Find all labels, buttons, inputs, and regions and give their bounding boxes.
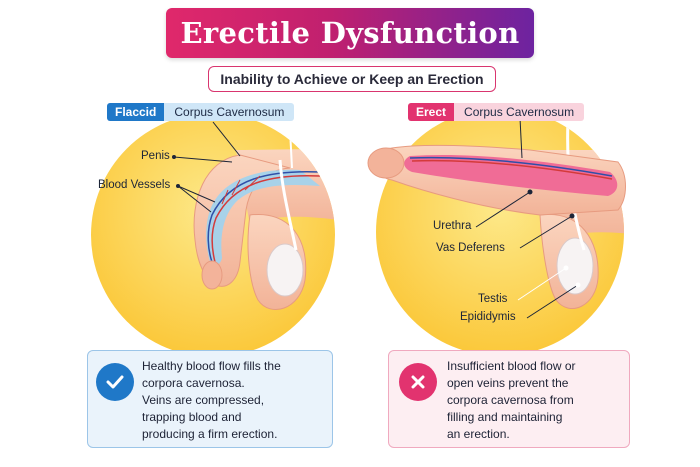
title-banner: Erectile Dysfunction [166, 8, 534, 58]
insufficient-description: Insufficient blood flow or open veins pr… [447, 358, 576, 443]
page-title: Erectile Dysfunction [180, 16, 520, 50]
label-blood-vessels: Blood Vessels [98, 179, 171, 191]
label-penis: Penis [141, 150, 170, 162]
label-urethra: Urethra [433, 220, 472, 232]
erect-shaft [367, 145, 626, 216]
erect-tag: Erect Corpus Cavernosum [408, 103, 585, 121]
label-testis: Testis [478, 293, 508, 305]
insufficient-line-5: an erection. [447, 427, 510, 441]
label-epididymis: Epididymis [460, 311, 516, 323]
insufficient-line-4: filling and maintaining [447, 410, 563, 424]
erect-structure-label: Corpus Cavernosum [454, 103, 585, 121]
healthy-line-1: Healthy blood flow fills the [142, 359, 281, 373]
x-mark-icon [399, 363, 437, 401]
flaccid-tag: Flaccid Corpus Cavernosum [107, 103, 295, 121]
subtitle: Inability to Achieve or Keep an Erection [208, 66, 496, 92]
flaccid-penis-illustration [193, 129, 335, 310]
insufficient-info-box: Insufficient blood flow or open veins pr… [388, 350, 630, 448]
insufficient-line-2: open veins prevent the [447, 376, 569, 390]
healthy-line-2: corpora cavernosa. [142, 376, 245, 390]
healthy-line-4: trapping blood and [142, 410, 242, 424]
insufficient-line-1: Insufficient blood flow or [447, 359, 576, 373]
healthy-info-box: Healthy blood flow fills the corpora cav… [87, 350, 333, 448]
checkmark-icon [96, 363, 134, 401]
erect-tag-label: Erect [408, 103, 455, 121]
healthy-description: Healthy blood flow fills the corpora cav… [142, 358, 281, 443]
label-vas-deferens: Vas Deferens [436, 242, 505, 254]
insufficient-line-3: corpora cavernosa from [447, 393, 574, 407]
flaccid-structure-label: Corpus Cavernosum [164, 103, 295, 121]
healthy-line-3: Veins are compressed, [142, 393, 265, 407]
flaccid-tag-label: Flaccid [107, 103, 165, 121]
healthy-line-5: producing a firm erection. [142, 427, 278, 441]
